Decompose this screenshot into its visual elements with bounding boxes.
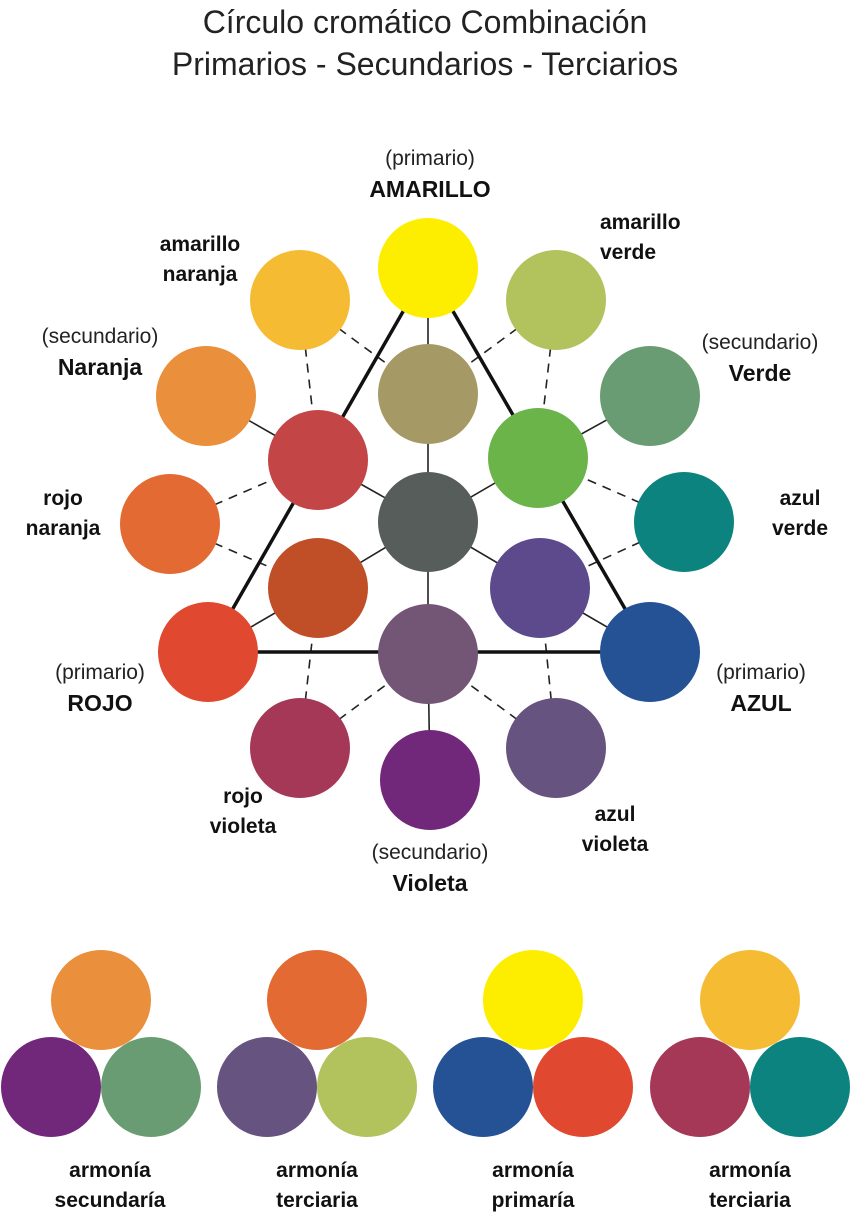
label-amarillo-naranja-line1: amarillo	[159, 233, 241, 256]
title-line-1: Círculo cromático Combinación	[202, 4, 648, 40]
label-rojo-violeta-line1: rojo	[223, 785, 263, 808]
label-naranja-name: Naranja	[57, 354, 143, 380]
label-azul-verde-line2: verde	[771, 517, 829, 540]
color-circles	[120, 218, 734, 830]
label-amarillo-verde: amarillo verde	[600, 208, 681, 268]
label-rojo-violeta: rojo violeta	[188, 782, 298, 842]
label-rojo-name: ROJO	[67, 690, 133, 716]
circle-rojo	[158, 602, 258, 702]
circle-inner-top	[378, 344, 478, 444]
harmony-1-circle-left	[1, 1037, 101, 1137]
label-rojo-violeta-line2: violeta	[209, 815, 277, 838]
circle-rojo-violeta	[250, 698, 350, 798]
harmony-3-circle-left	[433, 1037, 533, 1137]
harmony-2-circle-left	[217, 1037, 317, 1137]
harmony-label-4: armonía terciaria	[640, 1156, 850, 1216]
harmony-label-3: armonía primaría	[423, 1156, 643, 1216]
harmony-4-circle-top	[700, 950, 800, 1050]
circle-inner-lower-right	[490, 538, 590, 638]
label-azul-violeta: azul violeta	[560, 800, 670, 860]
label-azul-name: AZUL	[730, 690, 792, 716]
circle-azul-violeta	[506, 698, 606, 798]
harmony-group-4	[650, 950, 850, 1137]
label-azul-verde-line1: azul	[779, 487, 821, 510]
harmony-2-circle-right	[317, 1037, 417, 1137]
label-azul-violeta-line2: violeta	[581, 833, 649, 856]
harmony-4-circle-right	[750, 1037, 850, 1137]
circle-amarillo-naranja	[250, 250, 350, 350]
harmony-label-1: armonía secundaría	[0, 1156, 220, 1216]
circle-inner-upper-right	[488, 408, 588, 508]
circle-amarillo	[378, 218, 478, 318]
label-rojo-naranja: rojo naranja	[8, 484, 118, 544]
circle-center	[378, 472, 478, 572]
label-rojo-note: (primario)	[55, 661, 145, 684]
label-rojo-naranja-line2: naranja	[25, 517, 101, 540]
label-azul-verde: azul verde	[755, 484, 845, 544]
label-amarillo-note: (primario)	[385, 147, 475, 170]
label-verde-name: Verde	[728, 360, 792, 386]
harmony-1-label-line2: secundaría	[54, 1189, 166, 1212]
harmony-2-circle-top	[267, 950, 367, 1050]
harmony-4-label-line1: armonía	[709, 1159, 791, 1182]
label-rojo: (primario) ROJO	[30, 658, 170, 718]
label-violeta-name: Violeta	[392, 870, 468, 896]
title-line-2: Primarios - Secundarios - Terciarios	[171, 46, 679, 82]
circle-naranja	[156, 346, 256, 446]
harmony-3-circle-right	[533, 1037, 633, 1137]
harmony-1-label-line1: armonía	[69, 1159, 151, 1182]
label-amarillo-naranja-line2: naranja	[162, 263, 238, 286]
label-azul: (primario) AZUL	[696, 658, 826, 718]
harmony-4-circle-left	[650, 1037, 750, 1137]
harmony-3-circle-top	[483, 950, 583, 1050]
label-naranja: (secundario) Naranja	[20, 322, 180, 382]
circle-inner-lower-left	[268, 538, 368, 638]
label-azul-violeta-line1: azul	[594, 803, 636, 826]
label-amarillo-verde-line2: verde	[600, 241, 657, 264]
harmony-3-label-line2: primaría	[491, 1189, 575, 1212]
label-amarillo: (primario) AMARILLO	[330, 144, 530, 204]
circle-azul	[600, 602, 700, 702]
label-amarillo-name: AMARILLO	[369, 176, 491, 202]
label-naranja-note: (secundario)	[41, 325, 159, 348]
circle-inner-upper-left	[268, 410, 368, 510]
circle-azul-verde	[634, 472, 734, 572]
label-verde-note: (secundario)	[701, 331, 819, 354]
harmony-group-1	[1, 950, 201, 1137]
circle-amarillo-verde	[506, 250, 606, 350]
circle-verde	[600, 346, 700, 446]
harmony-2-label-line1: armonía	[276, 1159, 358, 1182]
label-violeta: (secundario) Violeta	[330, 838, 530, 898]
label-violeta-note: (secundario)	[371, 841, 489, 864]
harmony-2-label-line2: terciaria	[276, 1189, 358, 1212]
circle-violeta	[380, 730, 480, 830]
harmony-group-2	[217, 950, 417, 1137]
harmony-3-label-line1: armonía	[492, 1159, 574, 1182]
label-amarillo-naranja: amarillo naranja	[140, 230, 260, 290]
harmony-1-circle-right	[101, 1037, 201, 1137]
harmony-group-3	[433, 950, 633, 1137]
harmony-label-2: armonía terciaria	[207, 1156, 427, 1216]
circle-rojo-naranja	[120, 474, 220, 574]
circle-inner-bottom	[378, 604, 478, 704]
label-azul-note: (primario)	[716, 661, 806, 684]
label-rojo-naranja-line1: rojo	[43, 487, 83, 510]
harmony-1-circle-top	[51, 950, 151, 1050]
harmony-4-label-line2: terciaria	[709, 1189, 791, 1212]
label-verde: (secundario) Verde	[680, 328, 840, 388]
label-amarillo-verde-line1: amarillo	[600, 211, 681, 234]
